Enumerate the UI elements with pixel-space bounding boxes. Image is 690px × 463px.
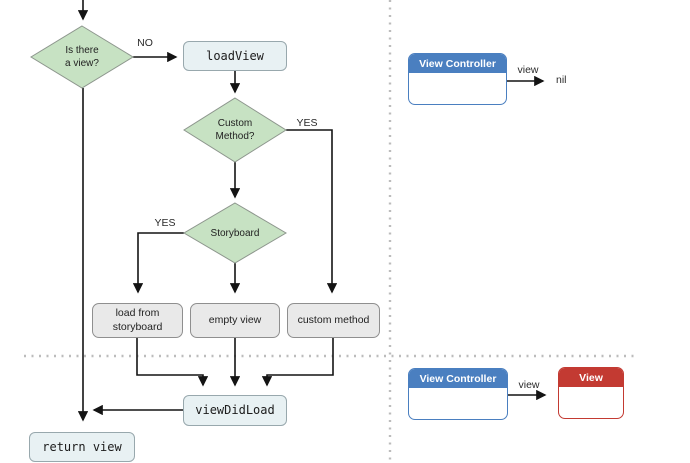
process-loadview: loadView — [183, 41, 287, 71]
decision-storyboard — [183, 202, 287, 264]
edge-label-yes-storyboard: YES — [154, 217, 176, 229]
uml-view-controller-bottom: View Controller — [408, 368, 508, 420]
edge-label-yes-custom-method: YES — [296, 117, 318, 129]
uml-bottom-arrow-label-view: view — [518, 379, 540, 391]
edge-custommethodbox-to-viewdidload — [261, 338, 334, 387]
uml-view-controller-bottom-header: View Controller — [409, 369, 507, 388]
process-return-view: return view — [29, 432, 135, 462]
uml-view-box-header: View — [559, 368, 623, 387]
edge-yes-to-custommethod-box — [286, 129, 338, 294]
edge-loadfromstoryboard-to-viewdidload — [136, 338, 209, 387]
process-custom-method: custom method — [287, 303, 380, 338]
decision-label-storyboard: Storyboard — [210, 228, 260, 239]
edge-label-no: NO — [137, 37, 153, 49]
uml-view-controller-top: View Controller — [408, 53, 507, 105]
decision-label-is-there-a-view: Is there a view? — [65, 45, 99, 69]
uml-view-box: View — [558, 367, 624, 419]
process-empty-view: empty view — [190, 303, 280, 338]
decision-is-there-a-view — [30, 25, 134, 89]
uml-top-nil-label: nil — [556, 74, 567, 86]
process-viewdidload: viewDidLoad — [183, 395, 287, 426]
process-load-from-storyboard: load from storyboard — [92, 303, 183, 338]
uml-view-controller-top-header: View Controller — [409, 54, 506, 73]
decision-custom-method — [183, 97, 287, 163]
edge-yes-to-loadfromstoryboard — [132, 232, 184, 294]
decision-label-custom-method: Custom Method? — [215, 118, 255, 142]
uml-top-arrow-label-view: view — [517, 64, 539, 76]
